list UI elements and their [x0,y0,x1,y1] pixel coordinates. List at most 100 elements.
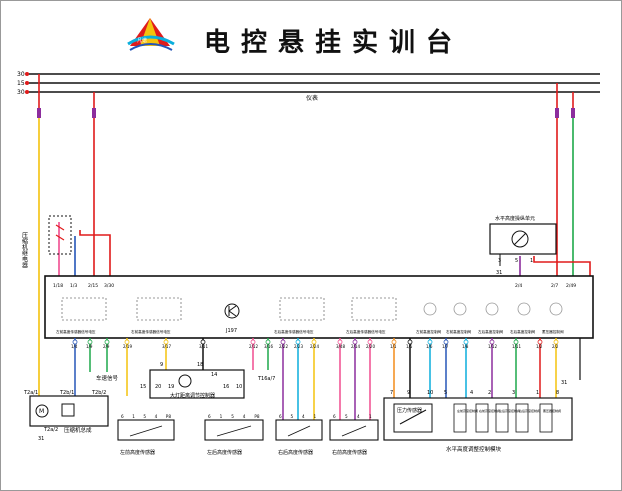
ecu-box-label: 左前高度传感器信号电压 [56,329,96,334]
sensor-label: 右前高度传感器 [332,449,367,456]
pin-label: T2b/1 [59,390,74,396]
pin-label: 1/3 [70,283,77,289]
ecu-valve-driver-icon [453,302,467,316]
valve-module: 压力传感器 水平高度调整控制模块 左前高度控制阀右前高度控制阀左后高度控制阀右后… [383,390,573,453]
pin-label: 5 [231,414,234,419]
pin-label: 18 [197,362,203,368]
level-switch-unit: 水平高度操纵单元 3 5 1 31 [489,215,557,276]
connector-icon [427,339,433,345]
pin-label: 2/2 [552,344,559,349]
ecu-box-label: 左前高度控制阀 [416,329,442,334]
motor-symbol: M [39,408,44,415]
pin-label: 8 [556,390,559,396]
valve-icon [475,403,489,433]
relay-label: 压缩机继电器 [21,232,28,269]
motor-icon [35,404,49,418]
valve-icon [515,403,529,433]
pin-label: 6 [333,414,336,419]
compressor-relay: 压缩机继电器 [21,215,72,269]
pin-label: 1/4 [71,344,78,349]
sensor-box [204,419,264,441]
meter-label: 仪表 [306,94,318,102]
pin-label: 7 [390,390,393,396]
relay-coil-icon [55,224,65,241]
pin-label: 3/48 [336,344,345,349]
ecu-box-label: 蓄压器控制阀 [542,329,564,334]
connector-icon [87,339,93,345]
pin-label: 1/7 [442,344,449,349]
pin-label: 2/19 [123,344,132,349]
pin-label: 3 [512,390,515,396]
level-switch-label: 水平高度操纵单元 [495,215,535,222]
valve-icon [453,403,467,433]
sensor-box [275,419,323,441]
pin-label: 3/17 [162,344,171,349]
pin-label: 4 [155,414,158,419]
connector-icon [407,339,413,345]
ecu-label: J197 [225,328,237,334]
connector-icon [463,339,469,345]
pin-label: 1/1 [390,344,397,349]
pin-label: 1 [314,414,317,419]
compressor-assembly: M 压缩机总成 T2a/1 T2b/1 T2b/2 T2a/2 31 [23,390,109,442]
pin-label: 2/49 [566,283,576,289]
pin-label: 15 [140,384,146,390]
connector-icon [513,339,519,345]
sensor-label: 左前高度传感器 [120,449,155,456]
connector-icon [391,339,397,345]
pin-label: 5 [291,414,294,419]
valve-label: 右前高度控制阀 [479,408,500,413]
ecu-valve-driver-icon [485,302,499,316]
sensor-label: 右后高度传感器 [278,449,313,456]
pin-label: 10 [236,384,242,390]
switch-icon [513,232,527,246]
pin-label: 2/22 [279,344,288,349]
pin-label: P8 [166,414,172,419]
pin-label: 3/30 [104,283,114,289]
valve-label: 左前高度控制阀 [457,408,478,413]
sensor-label: 左后高度传感器 [207,449,242,456]
pin-label: 1 [369,414,372,419]
pin-label: 1/8 [462,344,469,349]
fuse-icon [555,108,559,118]
pin-label: 9 [407,390,410,396]
pin-label: 9 [160,362,163,368]
pin-label: 1/5 [406,344,413,349]
connector-icon [553,339,559,345]
pin-label: 1/2 [536,344,543,349]
pin-label: 2/24 [310,344,319,349]
pin-label: T2a/1 [23,390,38,396]
ride-module-label: 大灯距离调节控制器 [170,392,215,399]
fuse-icon [92,108,96,118]
valve-icon [539,403,553,433]
connector-icon [367,339,373,345]
connector-icon [250,339,256,345]
bus-terminal [25,72,29,76]
speed-signal-label: 车速信号 [96,374,119,382]
supply-wires [38,74,591,396]
connector-icon [265,339,271,345]
pin-label: 1 [220,414,223,419]
pin-label: 20 [155,384,161,390]
pin-label: 1 [132,414,135,419]
pin-label: 5 [515,258,518,264]
ecu-box-label: 右前高度传感器信号电压 [131,329,171,334]
pin-label: 4 [243,414,246,419]
pin-label: 1/6 [426,344,433,349]
valve-icon [61,403,75,417]
pin-label: 2/9 [103,344,110,349]
connector-icon [72,339,78,345]
ecu-signal-box [351,297,397,321]
brand-logo: 凡谱 [127,18,175,51]
ecu-box-label: 左后高度控制阀 [478,329,504,334]
pressure-sensor-icon [399,409,427,425]
bus-terminal [25,81,29,85]
connector-icon [280,339,286,345]
pin-label: 3/16 [264,344,273,349]
pin-label: 4 [470,390,473,396]
pin-label: 5 [143,414,146,419]
